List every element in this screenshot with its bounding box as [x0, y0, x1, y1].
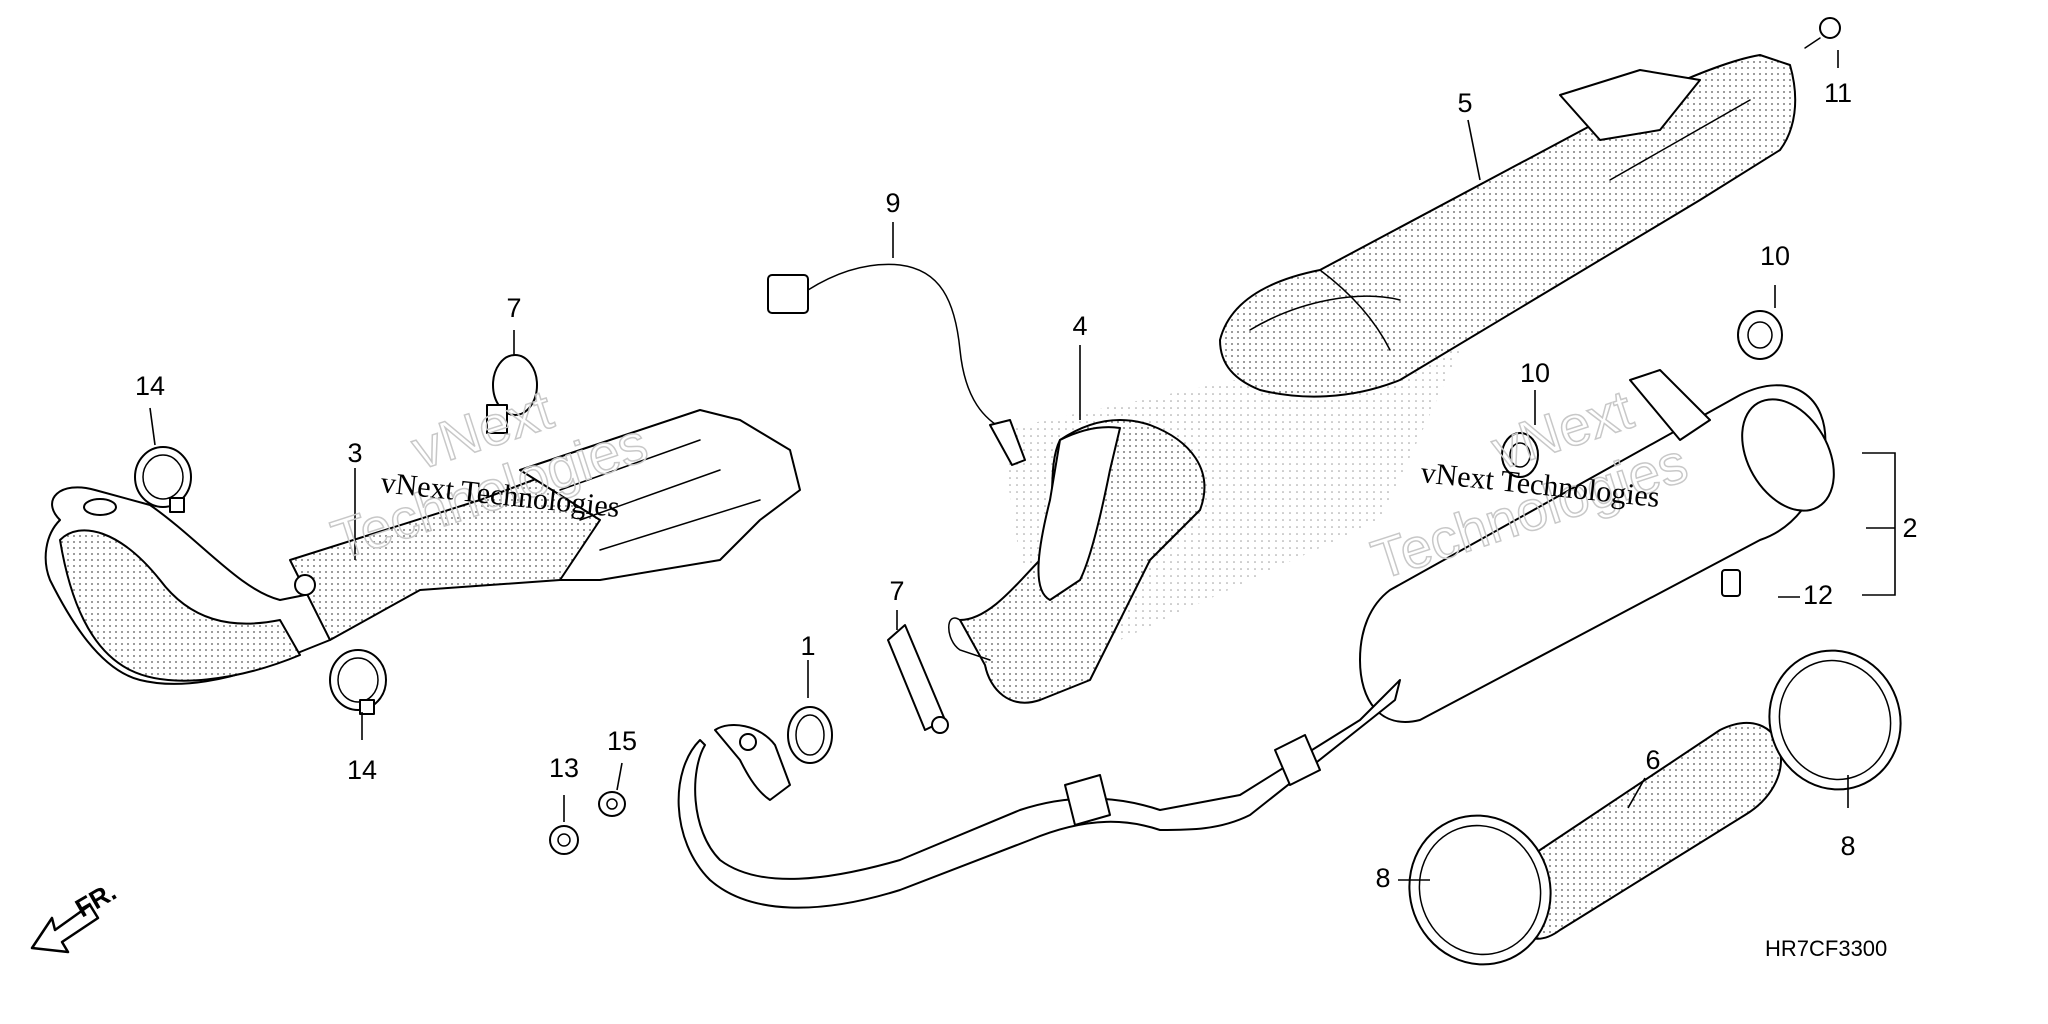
front-arrow-icon — [30, 903, 100, 954]
part-13-nut[interactable] — [549, 825, 579, 855]
part-14-clamp-upper[interactable] — [134, 446, 192, 513]
callout-7a: 7 — [506, 293, 521, 323]
callout-11: 11 — [1824, 78, 1852, 108]
callout-8b: 8 — [1840, 831, 1855, 861]
callout-7b: 7 — [889, 576, 904, 606]
callout-6: 6 — [1645, 745, 1660, 775]
callout-13: 13 — [549, 753, 579, 783]
part-3-front-exhaust-pipe[interactable] — [44, 409, 801, 685]
exhaust-pipe[interactable] — [677, 679, 1401, 909]
part-2-muffler[interactable] — [1359, 369, 1853, 723]
part-14-clamp-lower[interactable] — [329, 649, 387, 715]
callout-5: 5 — [1457, 88, 1472, 118]
part-10-rubber-upper[interactable] — [1737, 310, 1783, 360]
callout-15: 15 — [607, 726, 637, 756]
part-12-bolt[interactable] — [1721, 569, 1741, 597]
front-direction-indicator: FR. — [30, 876, 121, 954]
callout-3: 3 — [347, 438, 362, 468]
callout-9: 9 — [885, 188, 900, 218]
part-7-clamp-upper[interactable] — [486, 354, 538, 434]
part-8-band-rear[interactable] — [1750, 632, 1920, 808]
part-15-washer[interactable] — [598, 791, 626, 817]
part-8-band-front[interactable] — [1389, 796, 1572, 985]
callout-10a: 10 — [1520, 358, 1550, 388]
callouts: 1 2 3 4 5 6 7 7 8 8 9 10 10 11 12 13 14 … — [135, 78, 1918, 893]
callout-1: 1 — [800, 631, 815, 661]
part-5-muffler-shield[interactable] — [1219, 54, 1797, 398]
part-7-clamp-lower[interactable] — [887, 624, 949, 734]
part-10-rubber-lower[interactable] — [1501, 432, 1539, 478]
part-9-oxygen-sensor[interactable] — [767, 263, 1026, 466]
leader-lines — [149, 50, 1896, 881]
part-11-bolt[interactable] — [1804, 17, 1841, 49]
callout-8a: 8 — [1375, 863, 1390, 893]
callout-12: 12 — [1803, 580, 1833, 610]
callout-14b: 14 — [347, 755, 377, 785]
callout-4: 4 — [1072, 311, 1087, 341]
part-1-gasket[interactable] — [787, 706, 833, 764]
callout-2: 2 — [1902, 513, 1917, 543]
callout-10b: 10 — [1760, 241, 1790, 271]
part-4-exhaust-cover[interactable] — [948, 419, 1206, 704]
diagram-code: HR7CF3300 — [1765, 936, 1887, 961]
callout-14a: 14 — [135, 371, 165, 401]
